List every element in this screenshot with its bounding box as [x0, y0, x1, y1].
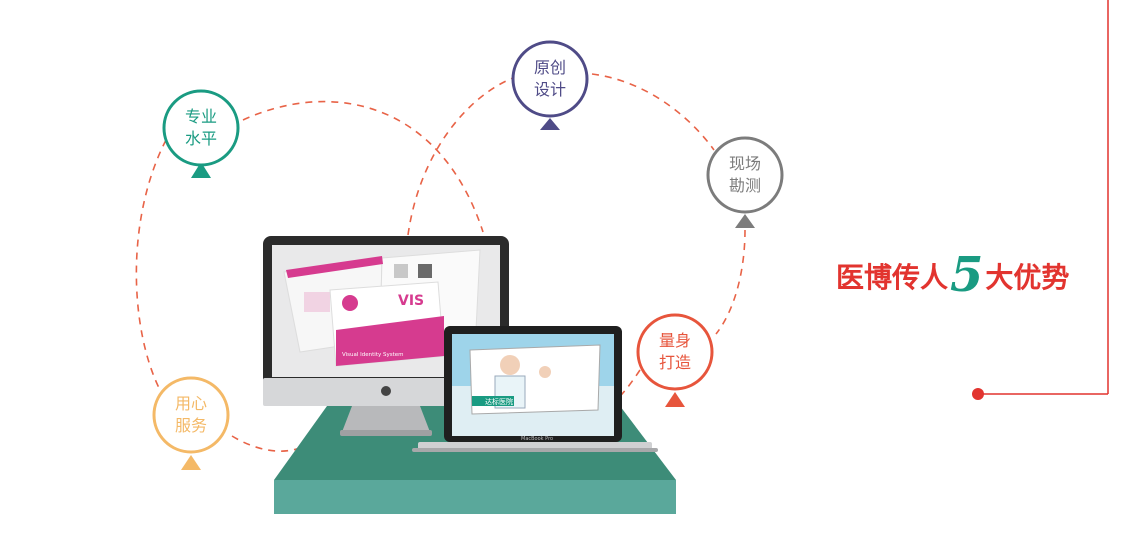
laptop-model-label: MacBook Pro	[521, 436, 553, 442]
headline-number: 5	[950, 247, 984, 303]
pin-service	[152, 376, 230, 470]
laptop	[412, 326, 658, 452]
dashed-orbits	[135, 73, 746, 452]
brochure-subtitle: Visual Identity System	[342, 352, 404, 358]
pin-professional	[162, 89, 240, 178]
pin-label-survey: 现场 勘测	[728, 154, 761, 195]
right-orbit-bottom	[615, 369, 641, 401]
pin-original	[511, 40, 589, 130]
left-orbit-bottom	[231, 435, 301, 452]
right-orbit-side	[715, 229, 746, 335]
apple-logo-icon	[381, 386, 391, 396]
headline: 医博传人5大优势	[836, 250, 1106, 303]
pin-label-service: 用心 服务	[174, 394, 207, 435]
left-orbit-lower	[135, 139, 167, 391]
pin-survey	[706, 136, 784, 228]
desktop-monitor	[263, 236, 509, 436]
right-orbit	[407, 77, 514, 236]
pin-label-professional: 专业 水平	[184, 107, 217, 148]
pin-custom	[636, 313, 714, 407]
frame-dot	[972, 388, 984, 400]
frame-line	[972, 0, 1109, 400]
left-orbit	[242, 100, 484, 233]
headline-suffix: 大优势	[985, 261, 1070, 294]
pin-label-original: 原创 设计	[533, 58, 566, 99]
right-orbit-top	[591, 73, 715, 151]
brochure-title: VIS	[398, 293, 424, 309]
laptop-screen-logo: 达标医院	[485, 397, 513, 406]
pin-label-custom: 量身 打造	[658, 331, 691, 372]
headline-prefix: 医博传人	[836, 261, 949, 294]
